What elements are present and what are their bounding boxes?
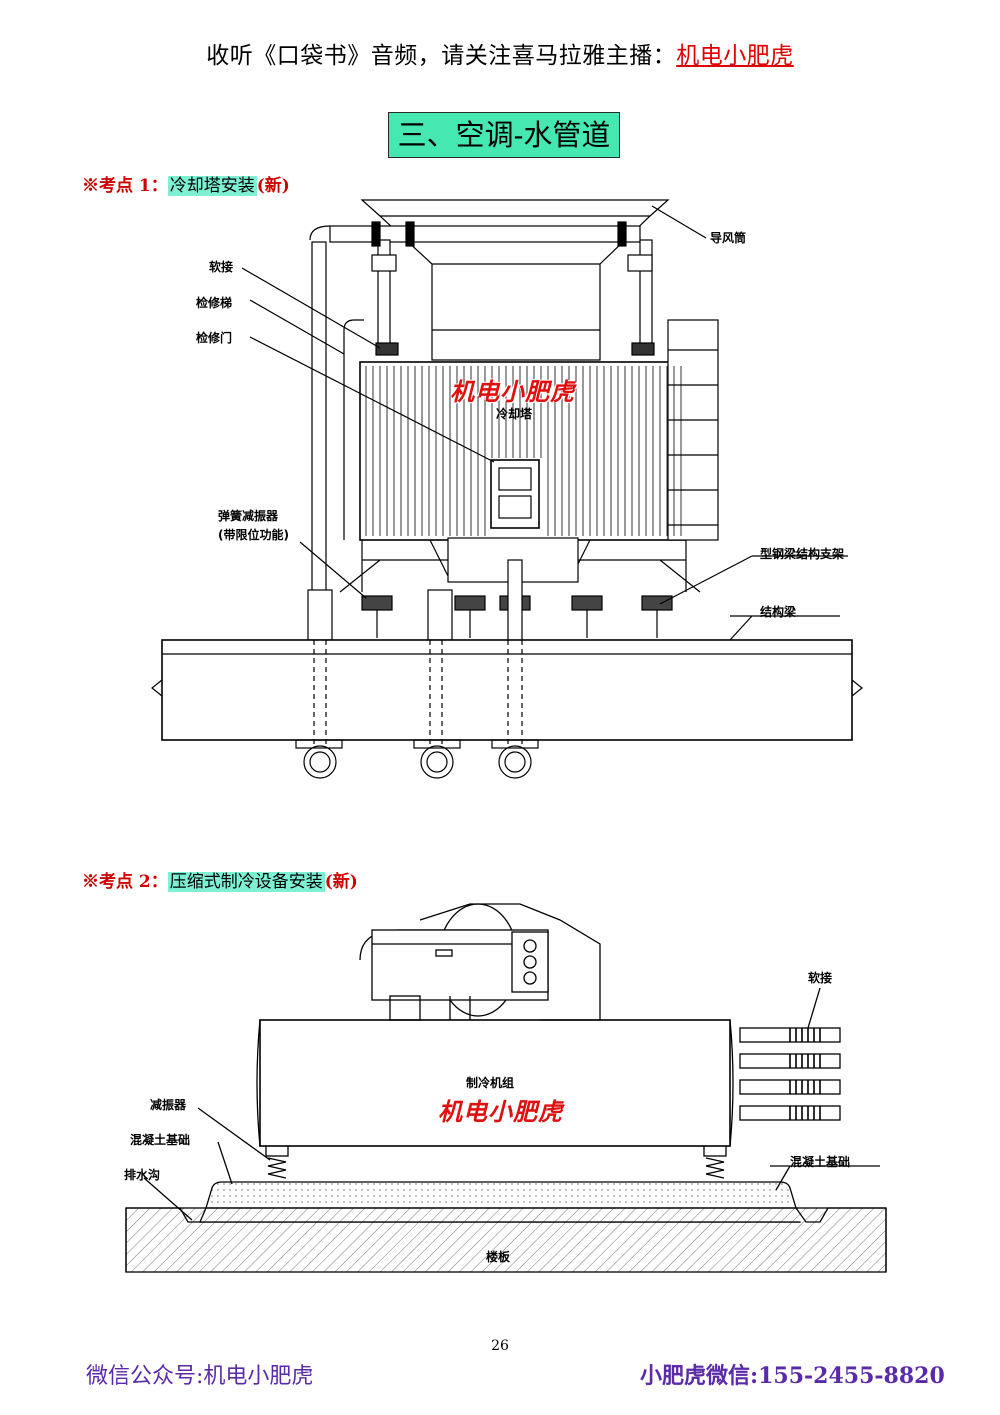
kaodian-2-new: (新) — [324, 872, 358, 892]
label-floor: 楼板 — [486, 1250, 511, 1264]
label-duct: 导风筒 — [710, 231, 747, 245]
label-unit: 制冷机组 — [466, 1076, 515, 1090]
label-spring: 弹簧减振器 — [218, 509, 279, 523]
kaodian-1-new: (新) — [256, 176, 290, 196]
kaodian-1-tag: ※考点 1： — [82, 176, 168, 196]
watermark-1: 机电小肥虎 — [450, 378, 575, 406]
label-steel-support: 型钢梁结构支架 — [760, 547, 845, 561]
watermark-2: 机电小肥虎 — [438, 1098, 563, 1126]
footer-right: 小肥虎微信:155-2455-8820 — [640, 1363, 945, 1389]
kaodian-1-topic: 冷却塔安装 — [167, 176, 257, 196]
kaodian-2-topic: 压缩式制冷设备安装 — [167, 872, 325, 892]
label-door: 检修门 — [196, 331, 233, 345]
label-soft-joint-2: 软接 — [808, 971, 833, 985]
label-ladder: 检修梯 — [196, 296, 233, 310]
kaodian-1: ※考点 1：冷却塔安装(新) — [82, 171, 290, 196]
kaodian-2: ※考点 2：压缩式制冷设备安装(新) — [82, 867, 358, 892]
label-foundation-left: 混凝土基础 — [130, 1133, 191, 1147]
label-foundation-right: 混凝土基础 — [790, 1155, 851, 1169]
label-damper: 减振器 — [150, 1098, 187, 1112]
host-link[interactable]: 机电小肥虎 — [676, 43, 794, 69]
footer-left: 微信公众号:机电小肥虎 — [86, 1364, 314, 1389]
header-prefix: 收听《口袋书》音频，请关注喜马拉雅主播： — [206, 43, 677, 69]
label-tower: 冷却塔 — [496, 407, 533, 421]
page-number: 26 — [491, 1338, 509, 1354]
section-title: 三、空调-水管道 — [388, 112, 620, 158]
kaodian-2-tag: ※考点 2： — [82, 872, 168, 892]
label-spring-note: (带限位功能) — [218, 528, 289, 542]
label-soft-joint: 软接 — [209, 260, 234, 274]
page-header: 收听《口袋书》音频，请关注喜马拉雅主播：机电小肥虎 — [0, 36, 1000, 70]
label-drain: 排水沟 — [124, 1168, 161, 1182]
label-beam: 结构梁 — [760, 605, 797, 619]
